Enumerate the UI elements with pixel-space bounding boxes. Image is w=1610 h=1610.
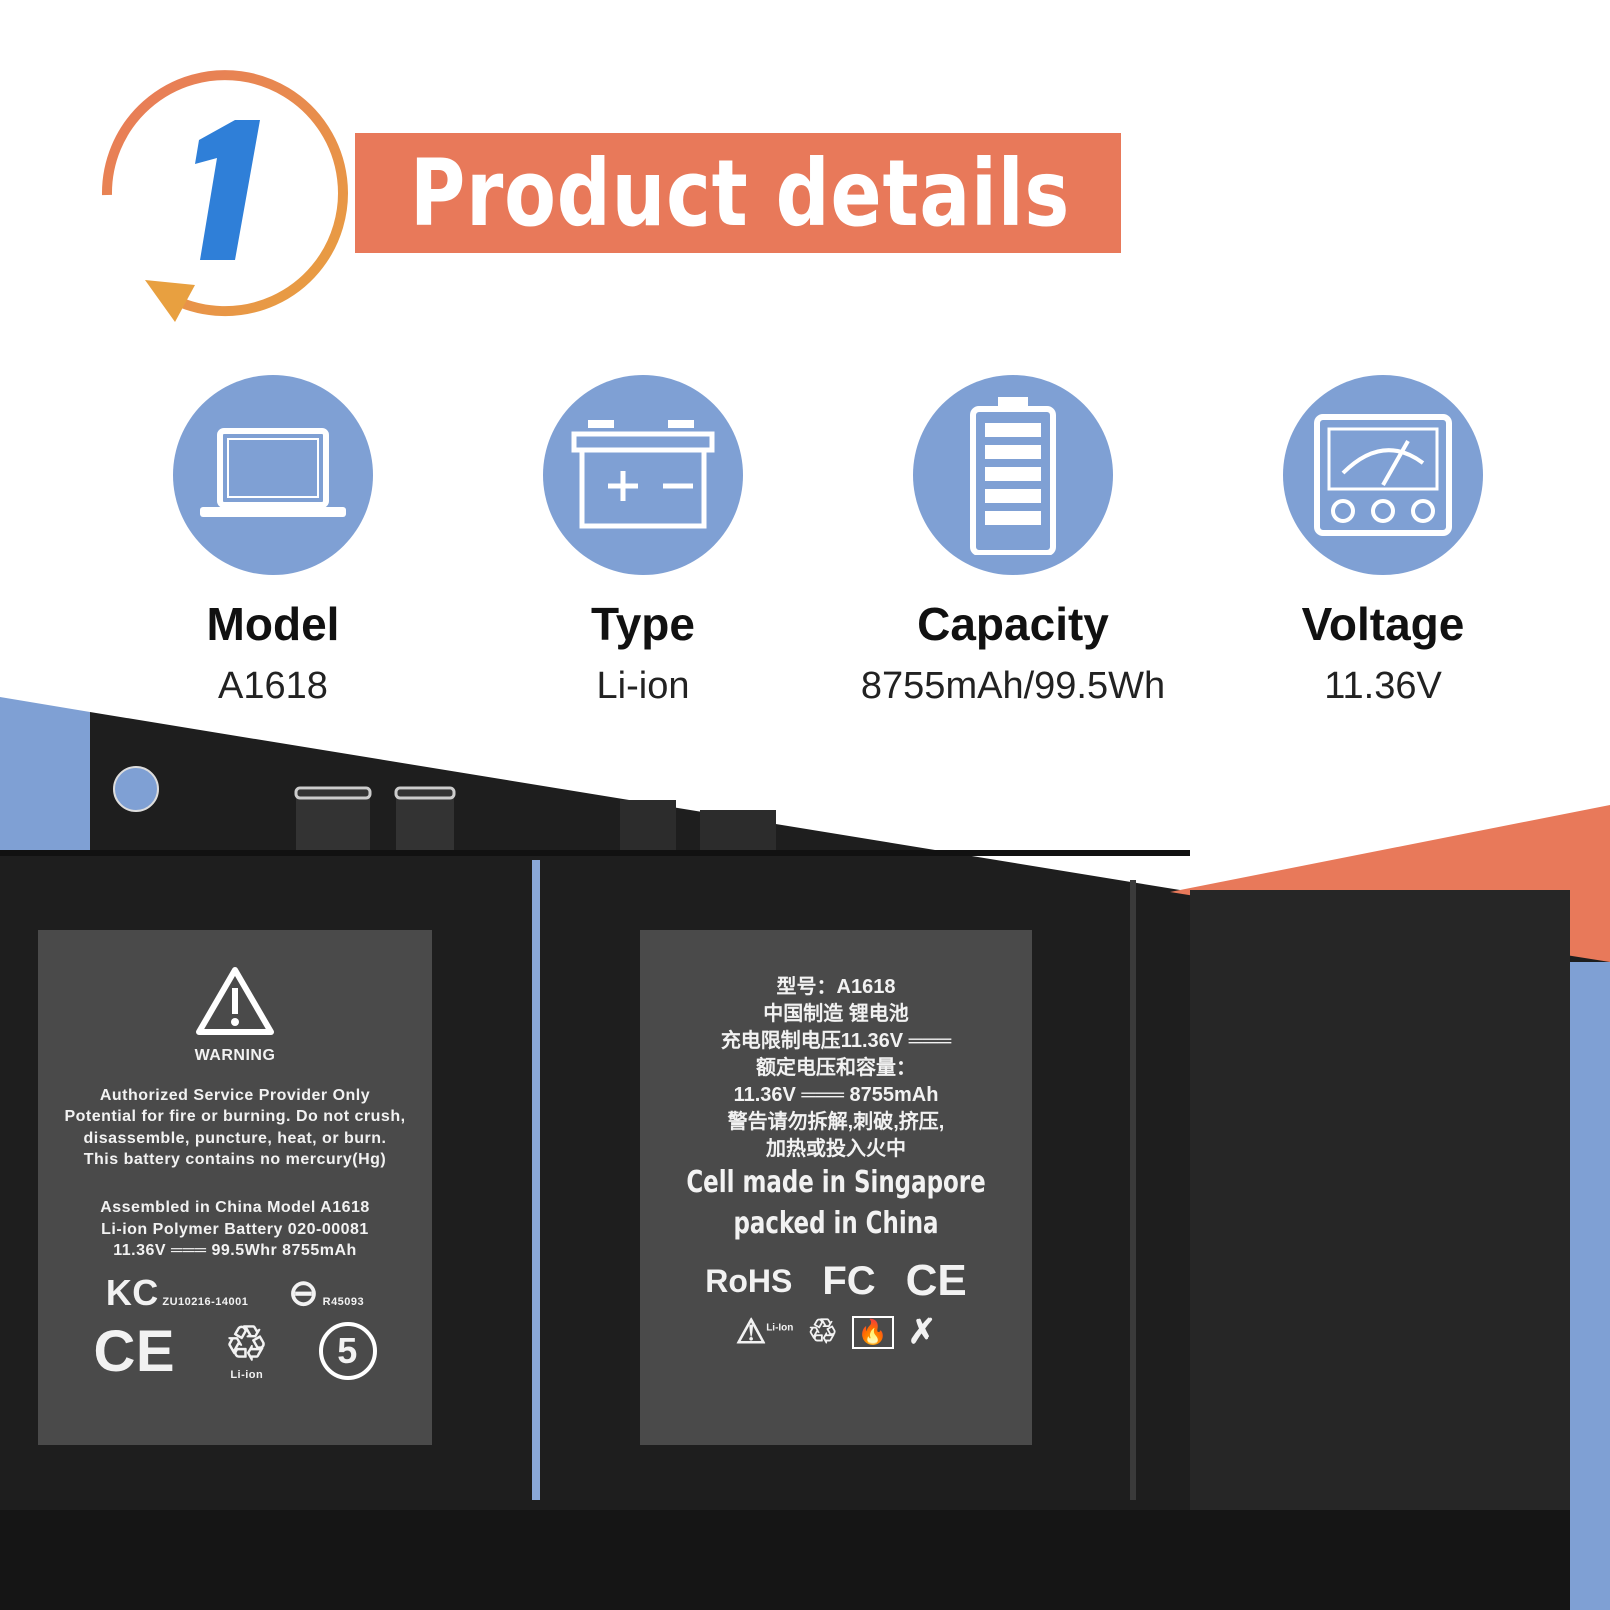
cn-line: 型号：A1618 xyxy=(776,976,896,998)
feature-label: Capacity xyxy=(917,598,1109,650)
feature-capacity: Capacity 8755mAh/99.5Wh xyxy=(848,375,1178,708)
warning-icon: ⚠Li-Ion xyxy=(735,1313,794,1351)
recycle-icon: ♲ xyxy=(807,1313,838,1351)
warning-line: Authorized Service Provider Only xyxy=(99,1086,371,1104)
page-title: Product details xyxy=(410,140,1071,247)
r-code: R45093 xyxy=(322,1295,365,1308)
battery-level-icon xyxy=(913,375,1113,575)
warning-line: This battery contains no mercury(Hg) xyxy=(83,1151,387,1169)
recycle-label: Li-ion xyxy=(230,1369,264,1382)
spec-line: Li-ion Polymer Battery 020-00081 xyxy=(101,1220,369,1238)
feature-value: Li-ion xyxy=(596,665,690,707)
ncc-mark-icon: ⊖ R45093 xyxy=(288,1271,365,1313)
warning-line: Potential for fire or burning. Do not cr… xyxy=(64,1108,406,1126)
voltmeter-icon xyxy=(1283,375,1483,575)
car-battery-icon xyxy=(543,375,743,575)
origin-line: Cell made in Singapore xyxy=(686,1165,986,1200)
warning-heading: WARNING xyxy=(194,1047,276,1064)
spec-line: Assembled in China Model A1618 xyxy=(100,1198,370,1216)
li-ion-small-label: Li-Ion xyxy=(766,1322,794,1334)
step-arc-logo xyxy=(101,70,348,322)
feature-value: 11.36V xyxy=(1324,665,1442,707)
spec-line: 11.36V ═══ 99.5Whr 8755mAh xyxy=(113,1242,357,1260)
laptop-icon xyxy=(173,375,373,575)
kc-code: ZU10216-14001 xyxy=(162,1295,249,1308)
ce-mark-icon: CE xyxy=(93,1318,176,1384)
cn-line: 额定电压和容量： xyxy=(756,1057,916,1079)
feature-label: Model xyxy=(206,598,340,650)
origin-line: packed in China xyxy=(733,1205,939,1241)
kc-mark-icon: KC ZU10216-14001 xyxy=(105,1271,249,1313)
crossed-bin-icon: ✗ xyxy=(907,1313,937,1351)
flame-icon: 🔥 xyxy=(851,1315,894,1349)
warning-icon xyxy=(196,967,274,1035)
rohs-mark: RoHS xyxy=(705,1262,793,1299)
feature-model: Model A1618 xyxy=(108,375,438,708)
feature-voltage: Voltage 11.36V xyxy=(1218,375,1548,708)
feature-value: A1618 xyxy=(218,665,328,707)
feature-label: Voltage xyxy=(1301,598,1465,650)
battery-label-chinese: 型号：A1618 中国制造 锂电池 充电限制电压11.36V ═══ 额定电压和… xyxy=(640,930,1032,1445)
battery-label-english: WARNING Authorized Service Provider Only… xyxy=(38,930,432,1445)
cn-line: 11.36V ═══ 8755mAh xyxy=(733,1084,939,1106)
epup-5-icon: 5 xyxy=(318,1322,377,1381)
cn-line: 警告请勿拆解,刺破,挤压, xyxy=(727,1111,945,1133)
title-banner xyxy=(355,133,1121,253)
ce-mark-icon: CE xyxy=(905,1256,967,1305)
feature-type: Type Li-ion xyxy=(478,375,808,708)
feature-label: Type xyxy=(591,598,695,650)
feature-value: 8755mAh/99.5Wh xyxy=(860,665,1166,707)
fcc-mark-icon: FC xyxy=(822,1258,876,1303)
recycle-icon: ♲Li-ion xyxy=(225,1318,269,1382)
warning-line: disassemble, puncture, heat, or burn. xyxy=(83,1129,387,1147)
cn-line: 中国制造 锂电池 xyxy=(763,1003,909,1025)
cn-line: 加热或投入火中 xyxy=(766,1138,906,1160)
cn-line: 充电限制电压11.36V ═══ xyxy=(720,1030,952,1052)
